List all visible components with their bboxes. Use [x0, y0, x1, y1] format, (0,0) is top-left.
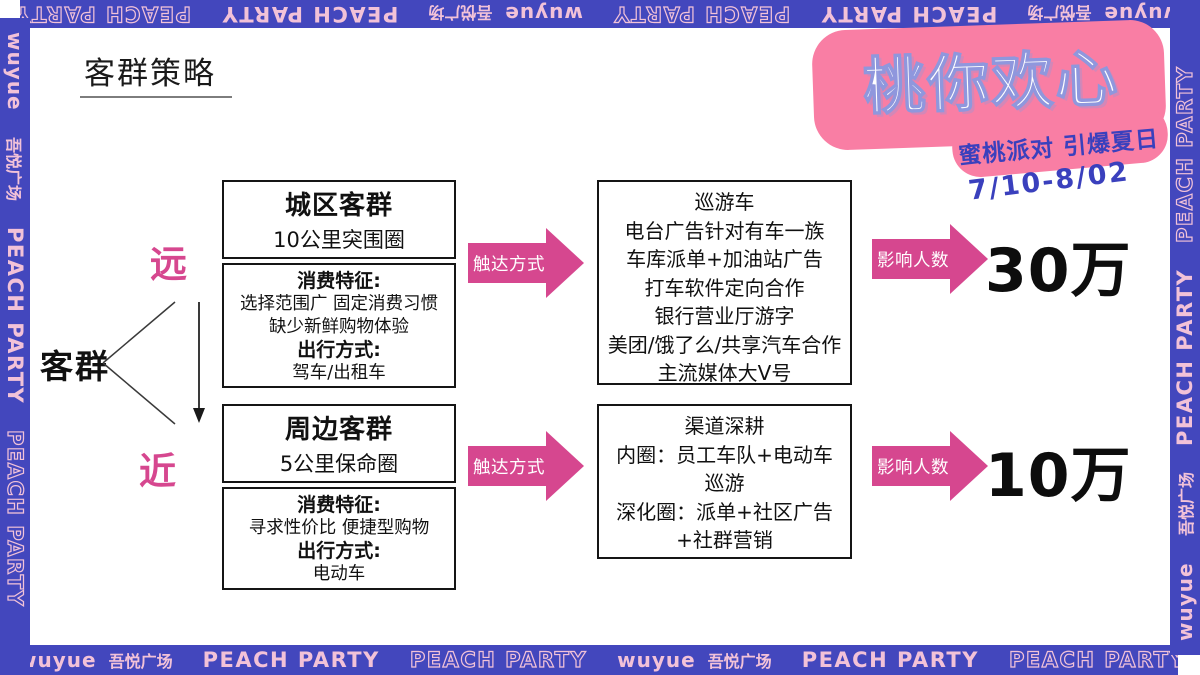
brand-cn-text: 吾悦广场 — [707, 652, 772, 671]
arrow-head — [546, 228, 584, 298]
far-reach-label: 触达方式 — [468, 243, 546, 283]
near-reach-label: 触达方式 — [468, 446, 546, 486]
party-text: PEACH PARTY — [3, 226, 27, 404]
far-reach-arrow: 触达方式 — [468, 228, 584, 298]
party-text-outline: PEACH PARTY — [1008, 647, 1178, 672]
far-label: 远 — [150, 243, 187, 286]
channel-line: 内圈：员工车队+电动车巡游 — [616, 442, 833, 496]
brand-latin-text: wuyue — [18, 648, 97, 672]
near-label: 近 — [139, 450, 176, 493]
far-group-subtitle: 10公里突围圈 — [273, 228, 405, 252]
far-group-title: 城区客群 — [284, 191, 393, 221]
arrow-head — [546, 431, 584, 501]
far-impact-arrow: 影响人数 — [872, 224, 988, 294]
brand-logo: wuyue 吾悦广场 — [617, 648, 772, 672]
near-group-subtitle: 5公里保命圈 — [279, 452, 399, 476]
page-title: 客群策略 — [84, 56, 216, 92]
title-underline — [80, 96, 232, 98]
near-reach-arrow: 触达方式 — [468, 431, 584, 501]
party-text: PEACH PARTY — [801, 648, 979, 672]
brand-latin-text: wuyue — [1173, 562, 1197, 641]
far-channels-box: 巡游车电台广告针对有车一族车库派单+加油站广告打车软件定向合作银行营业厅游字美团… — [597, 180, 852, 385]
border-bottom: wuyue 吾悦广场 PEACH PARTY PEACH PARTY wuyue 吾… — [0, 645, 1178, 675]
brand-latin-text: wuyue — [3, 32, 27, 111]
travel-value: 电动车 — [312, 564, 366, 584]
root-label: 客群 — [40, 347, 110, 386]
brand-latin-text: wuyue — [617, 648, 696, 672]
party-text: PEACH PARTY — [202, 648, 380, 672]
border-left-text: wuyue 吾悦广场 PEACH PARTY PEACH PARTY — [0, 18, 30, 675]
traits-lines: 寻求性价比 便捷型购物 — [226, 517, 452, 540]
travel-heading: 出行方式: — [297, 339, 381, 361]
arrow-head — [950, 224, 988, 294]
near-impact-value: 10万 — [985, 441, 1132, 511]
brand-logo: wuyue 吾悦广场 — [428, 2, 583, 26]
far-impact-value: 30万 — [985, 236, 1132, 306]
border-right-text: wuyue 吾悦广场 PEACH PARTY PEACH PARTY — [1170, 0, 1200, 655]
near-group-box: 周边客群 5公里保命圈 — [222, 404, 456, 483]
brand-cn-text: 吾悦广场 — [4, 136, 23, 201]
channel-line: 巡游车 — [694, 190, 755, 214]
border-bottom-text: wuyue 吾悦广场 PEACH PARTY PEACH PARTY wuyue 吾… — [0, 645, 1178, 675]
far-traits-box: 消费特征: 选择范围广 固定消费习惯缺少新鲜购物体验 出行方式: 驾车/出租车 — [222, 263, 456, 388]
border-left: wuyue 吾悦广场 PEACH PARTY PEACH PARTY — [0, 18, 30, 675]
traits-line: 缺少新鲜购物体验 — [269, 317, 409, 337]
brand-logo: wuyue 吾悦广场 — [18, 648, 173, 672]
channel-line: 车库派单+加油站广告 — [626, 247, 823, 271]
border-right: wuyue 吾悦广场 PEACH PARTY PEACH PARTY — [1170, 0, 1200, 655]
party-text-outline: PEACH PARTY — [612, 1, 791, 26]
party-text-outline: PEACH PARTY — [20, 1, 192, 26]
brand-cn-text: 吾悦广场 — [108, 652, 173, 671]
brand-cn-text: 吾悦广场 — [428, 3, 493, 22]
party-text: PEACH PARTY — [820, 2, 998, 26]
traits-heading: 消费特征: — [297, 270, 381, 292]
far-impact-label: 影响人数 — [872, 239, 950, 279]
near-impact-arrow: 影响人数 — [872, 431, 988, 501]
party-text: PEACH PARTY — [1173, 269, 1197, 447]
channel-line: 深化圈：派单+社区广告+社群营销 — [616, 499, 833, 553]
near-traits-box: 消费特征: 寻求性价比 便捷型购物 出行方式: 电动车 — [222, 487, 456, 590]
channel-line: 主流媒体大V号 — [657, 361, 792, 385]
border-top: wuyue 吾悦广场 PEACH PARTY PEACH PARTY wuyue 吾… — [20, 0, 1200, 28]
travel-heading: 出行方式: — [297, 540, 381, 562]
campaign-title: 桃你欢心 — [861, 41, 1121, 124]
near-channels-box: 渠道深耕内圈：员工车队+电动车巡游深化圈：派单+社区广告+社群营销 — [597, 404, 852, 559]
travel-value: 驾车/出租车 — [292, 363, 386, 383]
near-group-title: 周边客群 — [284, 415, 393, 445]
party-text-outline: PEACH PARTY — [2, 429, 27, 608]
party-text-outline: PEACH PARTY — [409, 647, 588, 672]
channel-line: 打车软件定向合作 — [644, 275, 805, 300]
traits-line: 寻求性价比 便捷型购物 — [248, 518, 430, 538]
tree-branch-lines — [102, 301, 205, 425]
arrow-head — [950, 431, 988, 501]
far-group-box: 城区客群 10公里突围圈 — [222, 180, 456, 259]
channel-line: 渠道深耕 — [684, 414, 765, 438]
traits-line: 选择范围广 固定消费习惯 — [239, 294, 439, 314]
brand-latin-text: wuyue — [504, 2, 583, 26]
channel-line: 美团/饿了么/共享汽车合作 — [607, 332, 842, 357]
channel-line: 银行营业厅游字 — [654, 304, 795, 328]
party-text-outline: PEACH PARTY — [1172, 65, 1197, 244]
brand-cn-text: 吾悦广场 — [1177, 472, 1196, 537]
near-impact-label: 影响人数 — [872, 446, 950, 486]
traits-heading: 消费特征: — [297, 494, 381, 516]
traits-lines: 选择范围广 固定消费习惯缺少新鲜购物体验 — [226, 293, 452, 339]
channel-line: 电台广告针对有车一族 — [624, 218, 825, 243]
party-text: PEACH PARTY — [221, 2, 399, 26]
